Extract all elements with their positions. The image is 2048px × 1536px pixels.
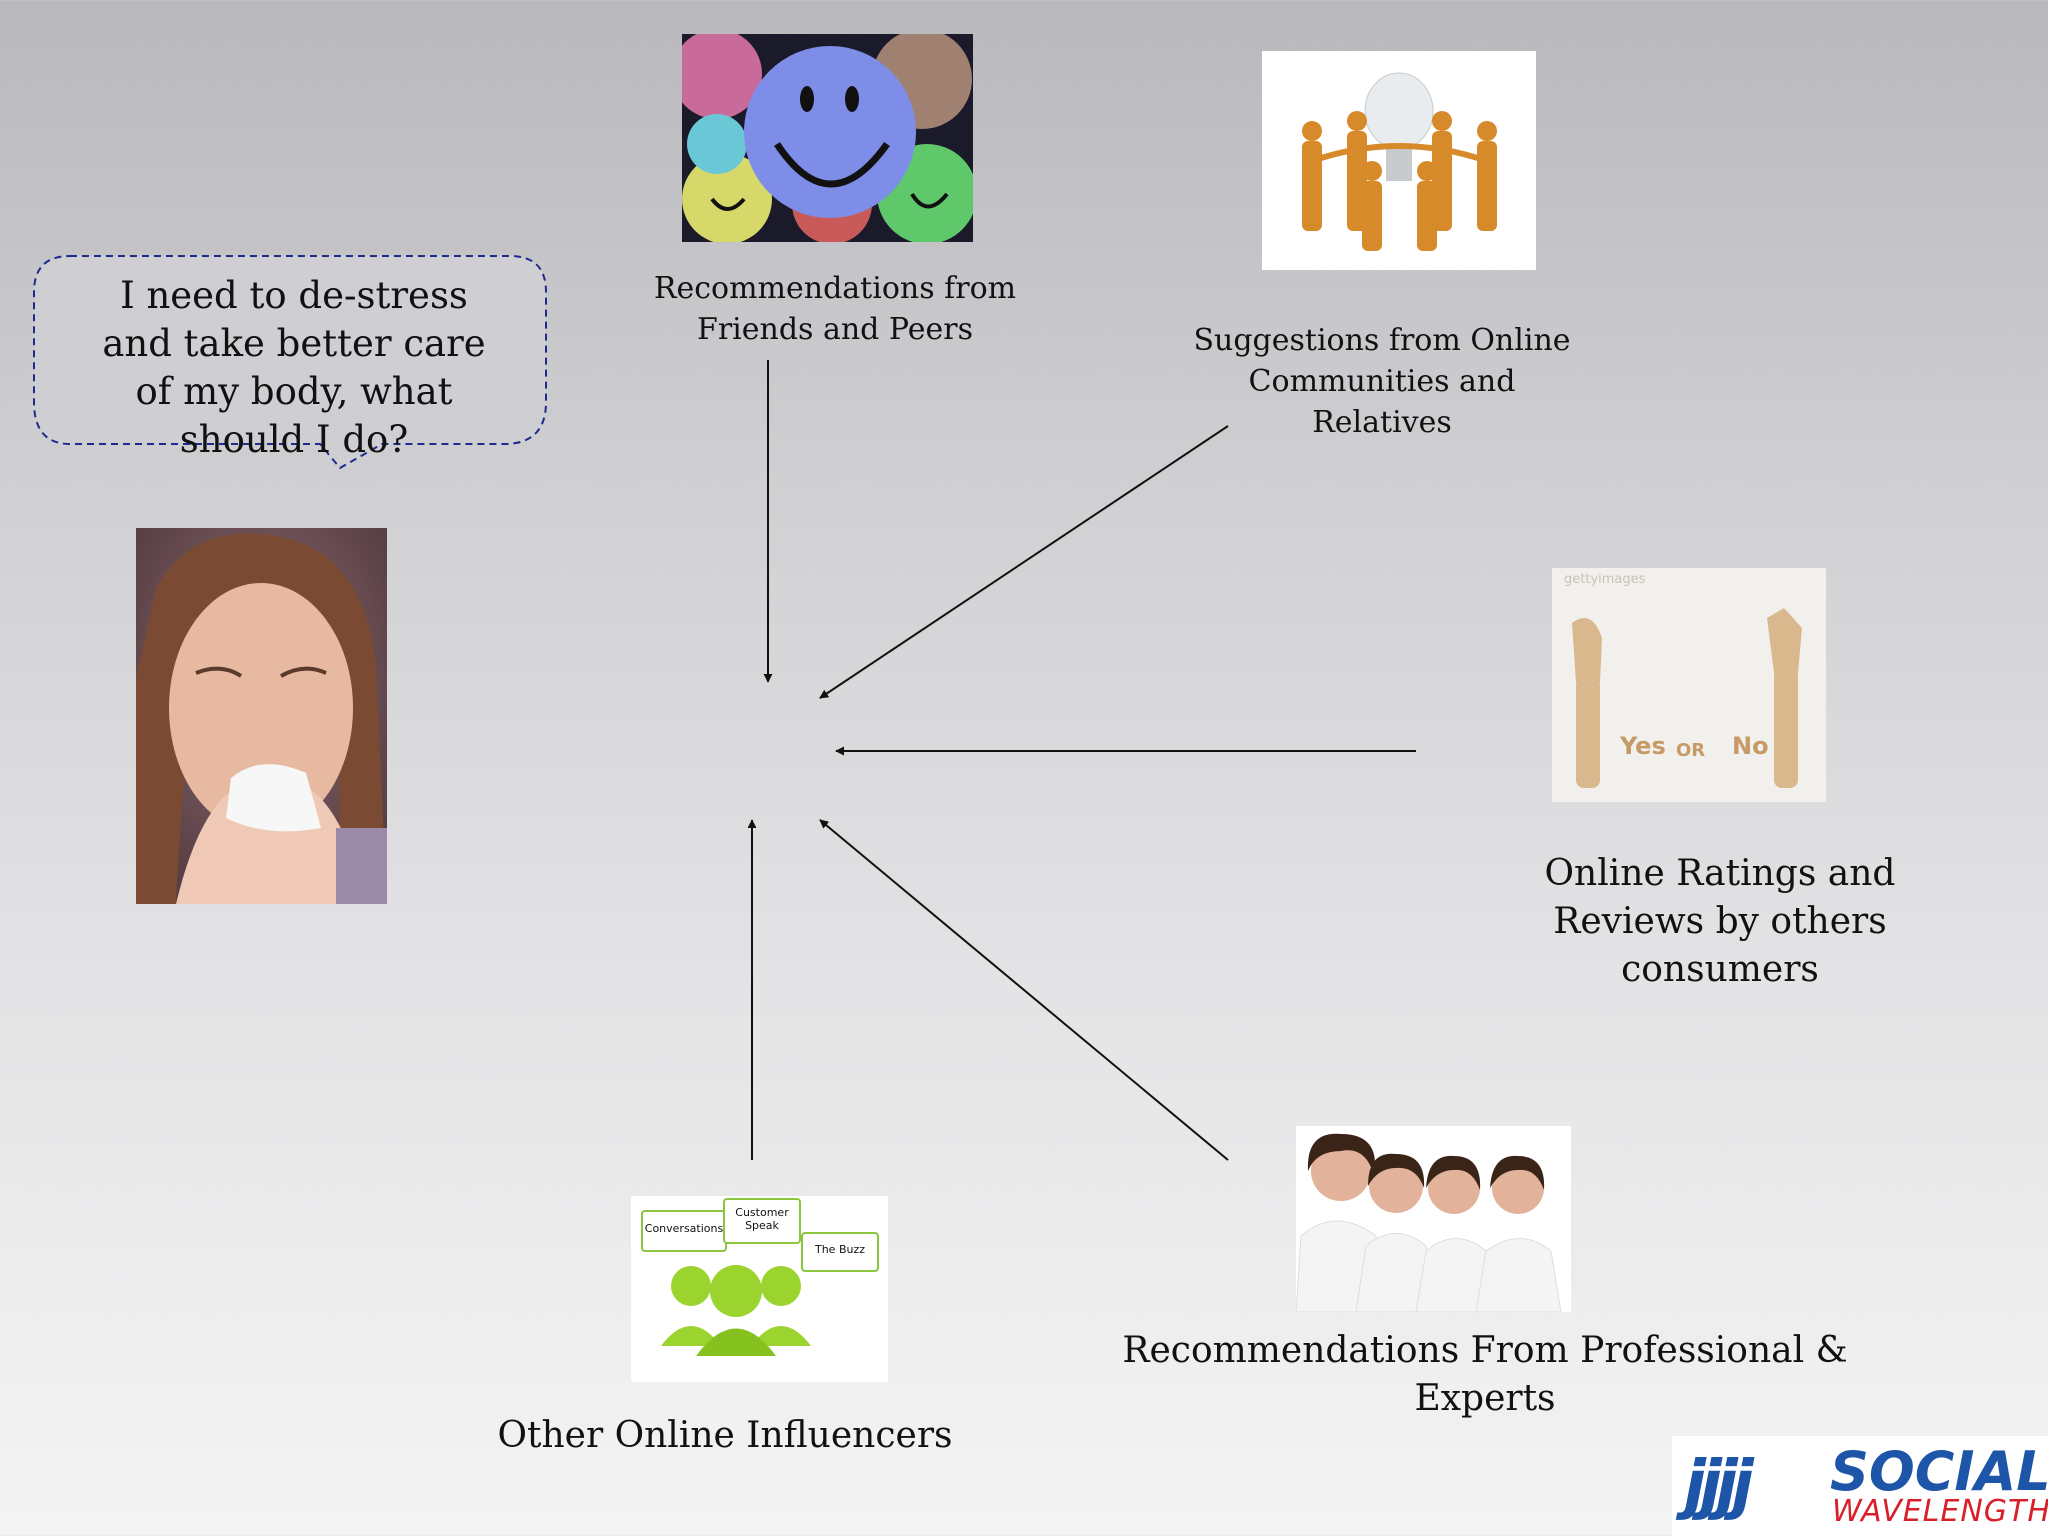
caption-communities: Suggestions from Online Communities and …	[1193, 323, 1571, 440]
people-circle-lightbulb-image	[1262, 51, 1536, 270]
medical-professionals-image	[1296, 1126, 1571, 1312]
social-wavelength-logo: jjjj SOCIAL WAVELENGTH	[1672, 1436, 2048, 1536]
bubble-the-buzz: The Buzz	[801, 1232, 879, 1272]
bubble-conversations: Conversations	[641, 1210, 727, 1252]
speech-bubble-text: I need to de-stress and take better care…	[102, 274, 486, 461]
logo-mark: jjjj	[1684, 1448, 1754, 1522]
speech-bubble: I need to de-stress and take better care…	[30, 252, 550, 477]
bubble-customer-speak: Customer Speak	[723, 1198, 801, 1244]
caption-ratings: Online Ratings and Reviews by others con…	[1544, 853, 1896, 990]
caption-online-influencers: Other Online Influencers	[497, 1415, 953, 1456]
people-group-icon	[661, 1265, 811, 1356]
ratings-no: No	[1732, 732, 1769, 760]
caption-professionals: Recommendations From Professional & Expe…	[1122, 1330, 1848, 1419]
logo-social: SOCIAL	[1830, 1440, 2048, 1503]
logo-wavelength: WAVELENGTH	[1832, 1494, 2048, 1529]
online-buzz-image: Conversations Customer Speak The Buzz	[631, 1196, 888, 1382]
ratings-watermark: gettyimages	[1564, 572, 1646, 587]
ratings-or: OR	[1676, 740, 1706, 761]
speech-bubble-shape	[33, 255, 547, 470]
ratings-yes: Yes	[1620, 732, 1666, 760]
caption-friends: Recommendations from Friends and Peers	[653, 271, 1017, 347]
stressed-woman-image	[136, 528, 387, 904]
yes-or-no-hands-image: gettyimages Yes OR No	[1552, 568, 1826, 802]
arrow-from-professionals	[819, 819, 1229, 1161]
smiley-faces-image	[682, 34, 973, 242]
arrow-from-communities	[819, 425, 1229, 699]
